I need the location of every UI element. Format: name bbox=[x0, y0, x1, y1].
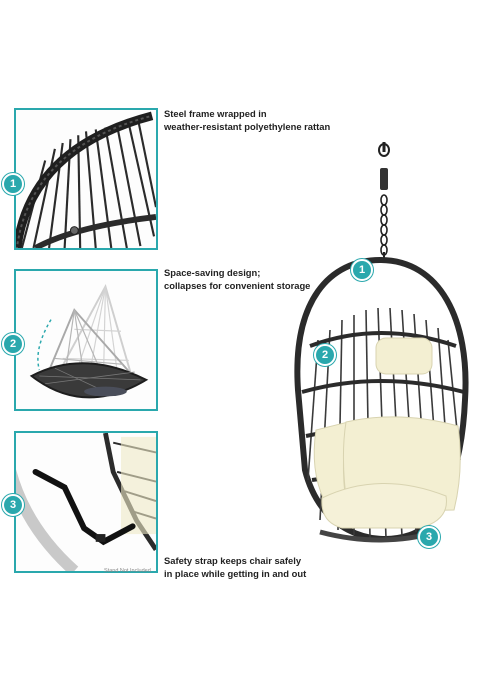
chair-callout-badge: 2 bbox=[314, 344, 336, 366]
stand-not-included-note: Stand Not Included bbox=[104, 568, 151, 574]
chair-callout-badge: 3 bbox=[418, 526, 440, 548]
egg-chair-image bbox=[294, 142, 469, 543]
feature-caption: Steel frame wrapped in weather-resistant… bbox=[164, 108, 354, 133]
collapsible-chair-image bbox=[14, 269, 158, 411]
caption-line: collapses for convenient storage bbox=[164, 279, 311, 291]
feature-caption: Safety strap keeps chair safely in place… bbox=[164, 555, 354, 580]
caption-line: in place while getting in and out bbox=[164, 567, 307, 579]
safety-strap-image bbox=[14, 431, 158, 573]
caption-line: Steel frame wrapped in bbox=[164, 108, 267, 119]
feature-caption: Space-saving design; collapses for conve… bbox=[164, 267, 354, 292]
feature-number-badge: 1 bbox=[2, 173, 24, 195]
caption-line: Space-saving design; bbox=[164, 267, 261, 278]
caption-line: weather-resistant polyethylene rattan bbox=[164, 120, 331, 132]
frame-closeup-image bbox=[14, 108, 158, 250]
caption-line: Safety strap keeps chair safely bbox=[164, 555, 302, 566]
feature-number-badge: 2 bbox=[2, 333, 24, 355]
chair-callout-badge: 1 bbox=[351, 259, 373, 281]
feature-number-badge: 3 bbox=[2, 494, 24, 516]
